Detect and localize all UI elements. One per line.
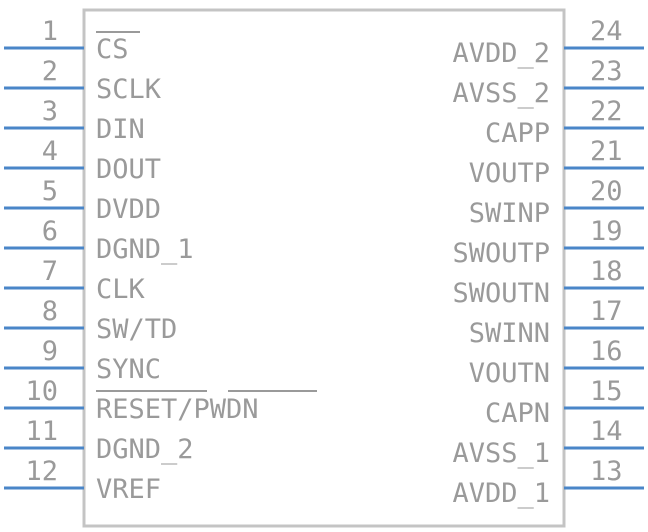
pin-label: CAPN (485, 398, 550, 429)
pin-number: 24 (590, 16, 623, 47)
pin-label: DOUT (96, 154, 161, 185)
pin-number: 5 (42, 176, 58, 207)
ic-body-outline (82, 8, 566, 528)
pin-number: 17 (590, 296, 623, 327)
pin-number: 14 (590, 416, 623, 447)
pin-label: SWINN (469, 318, 550, 349)
pin-number: 4 (42, 136, 58, 167)
pin-label: AVDD_2 (452, 38, 550, 69)
pin-number: 2 (42, 56, 58, 87)
pin-number: 16 (590, 336, 623, 367)
pin-number: 10 (25, 376, 58, 407)
pin-number: 22 (590, 96, 623, 127)
pin-number: 1 (42, 16, 58, 47)
overbar-group (96, 31, 317, 392)
pin-label: AVDD_1 (452, 478, 550, 509)
pin-number: 7 (42, 256, 58, 287)
pin-label: AVSS_1 (452, 438, 550, 469)
pin-label: VOUTP (469, 158, 550, 189)
pin-number: 19 (590, 216, 623, 247)
pin-label: SW/TD (96, 314, 177, 345)
pin-label: CAPP (485, 118, 550, 149)
pin-label: DGND_2 (96, 434, 194, 465)
pin-number: 11 (25, 416, 58, 447)
pin-label: DVDD (96, 194, 161, 225)
pin-label: SYNC (96, 354, 161, 385)
pin-number: 23 (590, 56, 623, 87)
pin-label: SWOUTN (452, 278, 550, 309)
pin-number: 9 (42, 336, 58, 367)
pin-label: SWOUTP (452, 238, 550, 269)
pin-label: CLK (96, 274, 146, 305)
pin-label: SWINP (469, 198, 550, 229)
pin-label: SCLK (96, 74, 162, 105)
pin-number: 15 (590, 376, 623, 407)
pin-label: DIN (96, 114, 145, 145)
pin-label: VOUTN (469, 358, 550, 389)
pin-label: RESET/PWDN (96, 394, 259, 425)
pin-number: 8 (42, 296, 58, 327)
pin-number: 20 (590, 176, 623, 207)
pin-number: 6 (42, 216, 58, 247)
pin-label: AVSS_2 (452, 78, 550, 109)
pin-number: 13 (590, 456, 623, 487)
pin-number: 18 (590, 256, 623, 287)
pin-number: 3 (42, 96, 58, 127)
pin-number: 21 (590, 136, 623, 167)
pin-number: 12 (25, 456, 58, 487)
pin-label: DGND_1 (96, 234, 194, 265)
pin-label: VREF (96, 474, 161, 505)
pin-label: CS (96, 34, 129, 65)
